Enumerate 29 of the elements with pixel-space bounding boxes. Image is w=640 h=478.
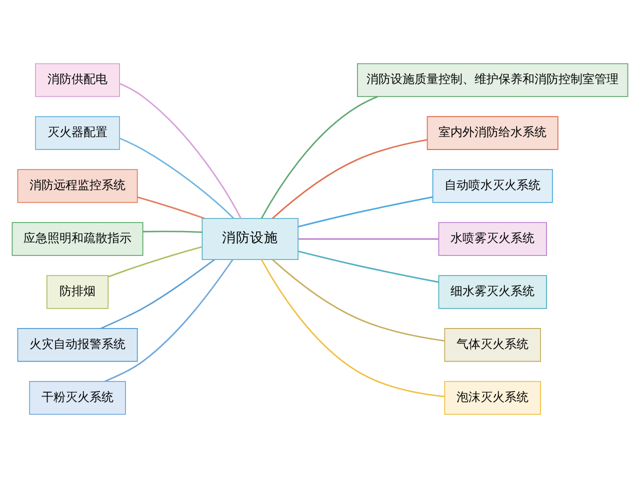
connector bbox=[298, 238, 439, 240]
node-box: 泡沫灭火系统 bbox=[444, 381, 542, 415]
node-box: 干粉灭火系统 bbox=[29, 381, 126, 415]
node-box: 防排烟 bbox=[46, 275, 109, 309]
connector bbox=[260, 259, 444, 398]
node-box: 自动喷水灭火系统 bbox=[432, 169, 553, 203]
connector bbox=[298, 250, 439, 283]
connector bbox=[260, 96, 378, 219]
node-box: 火灾自动报警系统 bbox=[17, 328, 138, 362]
connector bbox=[137, 196, 205, 220]
connector bbox=[272, 139, 428, 219]
connector bbox=[100, 259, 215, 330]
connector bbox=[104, 259, 234, 382]
node-box: 应急照明和疏散指示 bbox=[12, 222, 144, 256]
node-box: 消防供配电 bbox=[35, 63, 120, 97]
node-box: 消防设施 bbox=[202, 218, 299, 260]
connector bbox=[272, 259, 445, 342]
node-box: 消防远程监控系统 bbox=[17, 169, 138, 203]
connector bbox=[108, 246, 202, 278]
node-box: 细水雾灭火系统 bbox=[438, 275, 547, 309]
node-box: 水喷雾灭火系统 bbox=[438, 222, 547, 256]
connector bbox=[143, 230, 202, 233]
node-box: 气体灭火系统 bbox=[444, 328, 542, 362]
connector bbox=[119, 138, 234, 219]
node-box: 灭火器配置 bbox=[35, 116, 120, 150]
node-box: 室内外消防给水系统 bbox=[426, 116, 558, 150]
connector bbox=[298, 196, 433, 228]
connector bbox=[119, 82, 242, 219]
node-box: 消防设施质量控制、维护保养和消防控制室管理 bbox=[356, 63, 628, 97]
